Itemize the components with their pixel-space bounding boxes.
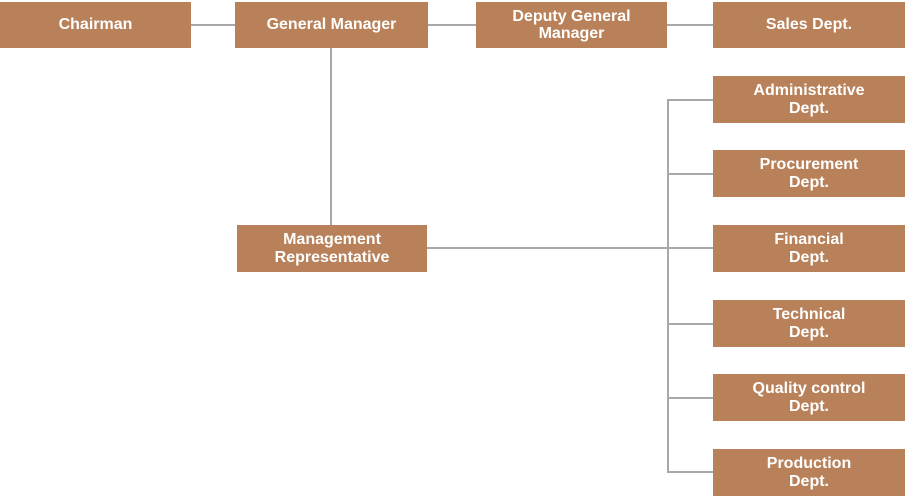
connector-branch-administrative [668, 99, 713, 101]
org-node-general-manager: General Manager [235, 2, 428, 48]
org-node-chairman: Chairman [0, 2, 191, 48]
connector-gm-deputy [428, 24, 476, 26]
org-node-production-dept: Production Dept. [713, 449, 905, 496]
connector-branch-technical [668, 323, 713, 325]
org-node-sales-dept: Sales Dept. [713, 2, 905, 48]
org-node-quality-control-dept: Quality control Dept. [713, 374, 905, 421]
connector-trunk [667, 99, 669, 473]
org-node-procurement-dept: Procurement Dept. [713, 150, 905, 197]
org-node-administrative-dept: Administrative Dept. [713, 76, 905, 123]
org-node-management-representative: Management Representative [237, 225, 427, 272]
connector-chairman-gm [191, 24, 235, 26]
connector-branch-procurement [668, 173, 713, 175]
org-node-financial-dept: Financial Dept. [713, 225, 905, 272]
connector-deputy-sales [667, 24, 713, 26]
connector-mgmtrep-financial [427, 247, 713, 249]
connector-gm-mgmtrep [330, 48, 332, 226]
connector-branch-quality [668, 397, 713, 399]
connector-branch-production [668, 471, 713, 473]
org-node-deputy-general-manager: Deputy General Manager [476, 2, 667, 48]
org-node-technical-dept: Technical Dept. [713, 300, 905, 347]
